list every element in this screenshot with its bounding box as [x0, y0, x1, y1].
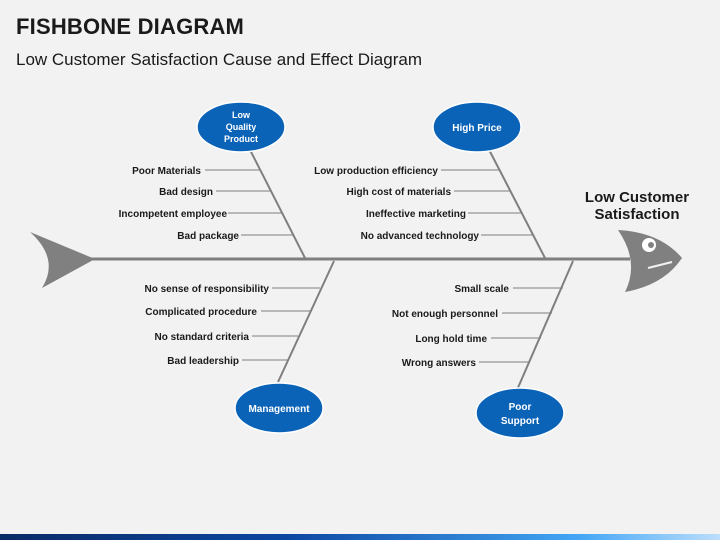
cause-small-scale: Small scale: [455, 284, 510, 295]
category-price: High Price: [432, 101, 522, 153]
page-subtitle: Low Customer Satisfaction Cause and Effe…: [16, 50, 422, 69]
category-management: Management: [234, 382, 324, 434]
cause-long-hold-time: Long hold time: [415, 334, 487, 345]
cause-low-production-efficiency: Low production efficiency: [314, 166, 438, 177]
effect-label-line1: Low Customer: [585, 189, 689, 206]
category-support-line1: Poor: [509, 402, 532, 413]
category-price-line1: High Price: [452, 123, 502, 134]
cause-bad-design: Bad design: [159, 187, 213, 198]
fish-head: [618, 230, 682, 292]
effect-label-line2: Satisfaction: [594, 206, 679, 223]
category-support: Poor Support: [475, 387, 565, 439]
cause-complicated-procedure: Complicated procedure: [145, 307, 257, 318]
cause-bad-package: Bad package: [177, 231, 239, 242]
page-title: FISHBONE DIAGRAM: [16, 14, 245, 39]
cause-no-advanced-technology: No advanced technology: [361, 231, 480, 242]
category-quality-line1: Low: [232, 110, 251, 120]
cause-high-cost-of-materials: High cost of materials: [347, 187, 452, 198]
cause-poor-materials: Poor Materials: [132, 166, 201, 177]
cause-ineffective-marketing: Ineffective marketing: [366, 209, 466, 220]
category-quality-line3: Product: [224, 134, 258, 144]
cause-no-sense-of-responsibility: No sense of responsibility: [145, 284, 270, 295]
category-quality: Low Quality Product: [196, 101, 286, 153]
category-management-line1: Management: [248, 404, 310, 415]
cause-no-standard-criteria: No standard criteria: [155, 332, 250, 343]
cause-bad-leadership: Bad leadership: [167, 356, 239, 367]
bone-support: [516, 260, 574, 391]
footer-bar: [0, 534, 720, 540]
fish-pupil: [648, 242, 654, 248]
bone-management: [277, 260, 335, 383]
cause-not-enough-personnel: Not enough personnel: [392, 309, 498, 320]
category-quality-line2: Quality: [226, 122, 257, 132]
cause-wrong-answers: Wrong answers: [402, 358, 477, 369]
category-support-line2: Support: [501, 416, 540, 427]
fish-tail: [30, 232, 95, 288]
bone-quality: [244, 139, 306, 259]
bone-price: [483, 139, 546, 259]
cause-incompetent-employee: Incompetent employee: [119, 209, 228, 220]
fish-mouth: [647, 261, 673, 269]
